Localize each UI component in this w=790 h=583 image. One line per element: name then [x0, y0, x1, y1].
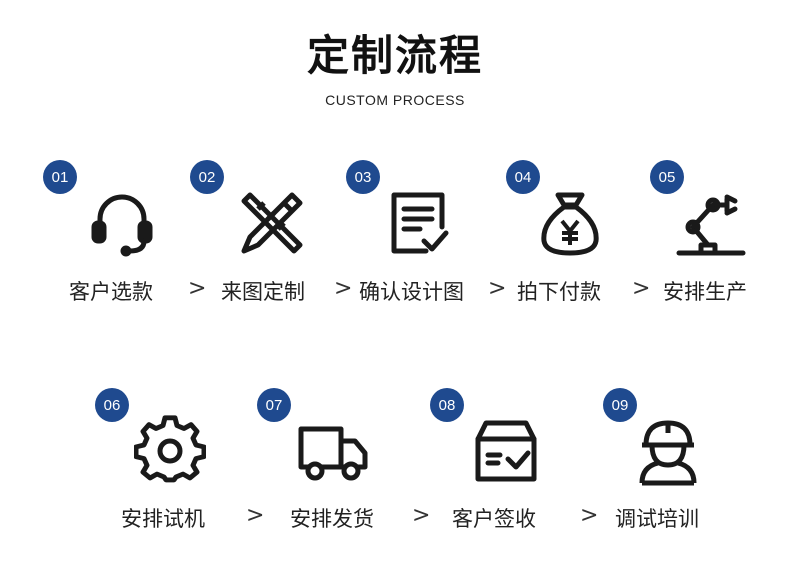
step-label: 客户选款 — [69, 280, 153, 304]
step-label: 安排生产 — [663, 280, 747, 304]
step-arrow: > — [334, 276, 353, 301]
step-number-badge: 04 — [506, 160, 540, 194]
document-check-icon — [382, 187, 454, 259]
step-label: 调试培训 — [615, 507, 699, 531]
step-label: 客户签收 — [452, 507, 536, 531]
worker-helmet-icon — [632, 415, 704, 487]
step-label: 安排发货 — [290, 507, 374, 531]
step-label: 拍下付款 — [517, 280, 601, 304]
step-arrow: > — [488, 276, 507, 301]
step-arrow: > — [580, 503, 599, 528]
step-number-badge: 08 — [430, 388, 464, 422]
step-number-badge: 02 — [190, 160, 224, 194]
step-label: 安排试机 — [121, 507, 205, 531]
step-arrow: > — [188, 276, 207, 301]
step-number-badge: 06 — [95, 388, 129, 422]
truck-icon — [297, 415, 369, 487]
pencil-ruler-icon — [236, 187, 308, 259]
step-arrow: > — [246, 503, 265, 528]
step-number-badge: 07 — [257, 388, 291, 422]
step-arrow: > — [632, 276, 651, 301]
step-arrow: > — [412, 503, 431, 528]
money-bag-icon — [534, 187, 606, 259]
robot-arm-icon — [675, 187, 747, 259]
step-number-badge: 09 — [603, 388, 637, 422]
step-number-badge: 01 — [43, 160, 77, 194]
headset-icon — [86, 187, 158, 259]
gear-icon — [133, 415, 207, 487]
step-number-badge: 05 — [650, 160, 684, 194]
step-number-badge: 03 — [346, 160, 380, 194]
step-label: 确认设计图 — [359, 280, 464, 304]
page-title: 定制流程 — [306, 31, 483, 80]
box-check-icon — [470, 415, 542, 487]
page-subtitle: CUSTOM PROCESS — [325, 92, 465, 108]
step-label: 来图定制 — [221, 280, 305, 304]
